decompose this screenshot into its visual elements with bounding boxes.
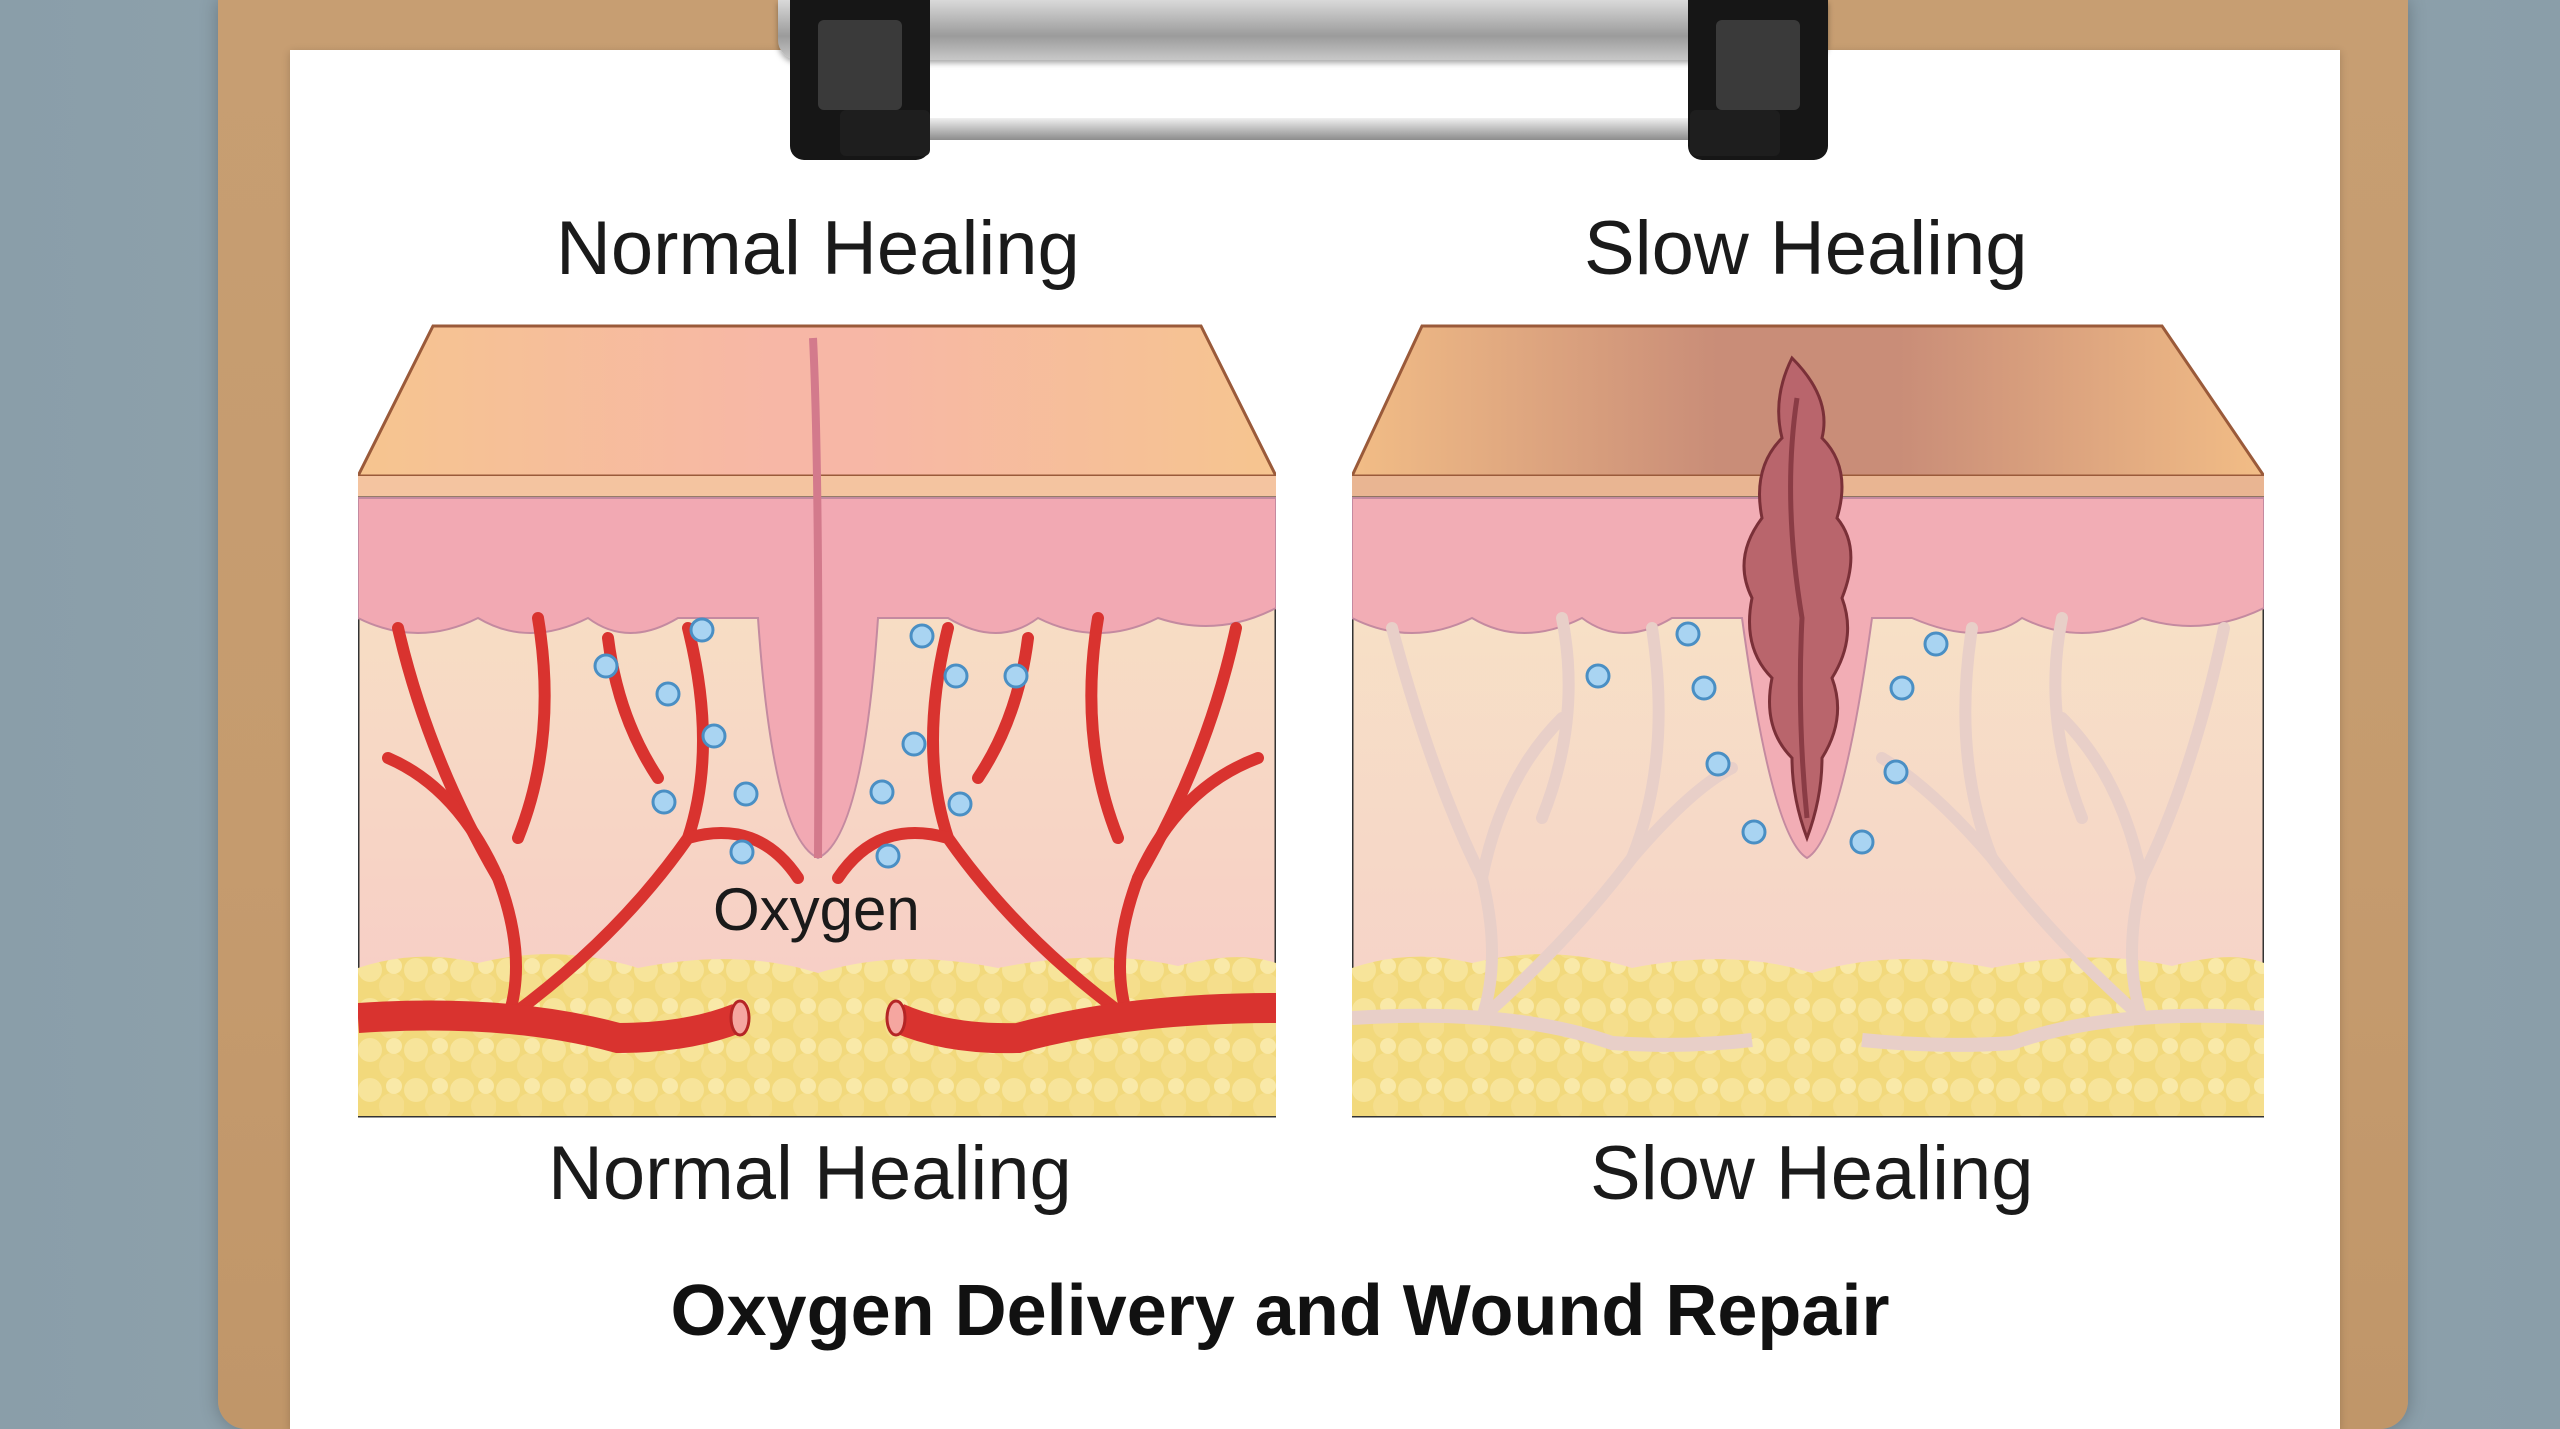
blood-vessels-right (832, 612, 1264, 1024)
fat-layer (1352, 954, 2264, 1116)
oxygen-bubbles-slow (1585, 621, 1949, 855)
label-bottom-slow: Slow Healing (1590, 1131, 2034, 1216)
skin-diagram-normal: Oxygen (358, 324, 1276, 1118)
thin-vessel-right (1861, 1008, 2264, 1052)
label-bottom-normal: Normal Healing (548, 1131, 1072, 1216)
skin-diagram-slow (1352, 324, 2264, 1118)
main-artery-right (891, 993, 1276, 1054)
clipboard-clip (778, 0, 1828, 60)
clip-foot-right (1690, 110, 1780, 156)
diagram-title: Oxygen Delivery and Wound Repair (670, 1271, 1890, 1351)
main-artery-left (358, 1000, 744, 1054)
fat-layer (358, 954, 1276, 1116)
label-top-normal: Normal Healing (556, 206, 1080, 291)
label-top-slow: Slow Healing (1584, 206, 2028, 291)
blood-vessels-left (382, 612, 804, 1024)
oxygen-label: Oxygen (713, 876, 920, 943)
thin-vessel-left (1352, 1008, 1753, 1052)
clip-wire (860, 118, 1710, 140)
clip-foot-left (840, 110, 930, 156)
oxygen-bubbles-normal (593, 617, 1029, 869)
pale-vessels-right (1876, 612, 2230, 1024)
